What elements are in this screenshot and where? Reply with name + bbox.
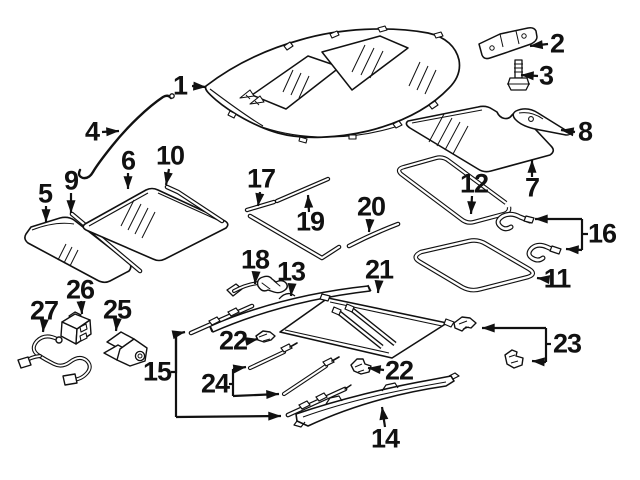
callout-2: 2 xyxy=(549,28,565,59)
callout-13: 13 xyxy=(276,256,306,287)
callout-10: 10 xyxy=(155,140,185,171)
callout-18: 18 xyxy=(240,244,270,275)
leader-lines xyxy=(39,40,588,428)
part-front-glass xyxy=(82,187,229,262)
part-cable-upper xyxy=(247,342,298,371)
part-sunshade xyxy=(279,293,455,359)
callout-4: 4 xyxy=(84,116,100,147)
callout-12: 12 xyxy=(459,168,489,199)
part-corner-molding-17 xyxy=(244,199,342,261)
part-molding-19 xyxy=(274,176,331,204)
part-rear-rail xyxy=(293,372,460,428)
callout-15: 15 xyxy=(142,356,172,387)
part-small-glass xyxy=(24,216,132,284)
callout-24: 24 xyxy=(200,368,230,399)
callout-3: 3 xyxy=(538,60,554,91)
callout-11: 11 xyxy=(543,263,572,294)
callout-6: 6 xyxy=(120,145,136,176)
part-clip-23-upper xyxy=(453,316,477,332)
callout-7: 7 xyxy=(524,172,540,203)
callout-5: 5 xyxy=(37,178,53,209)
callout-22-left: 22 xyxy=(218,325,248,356)
callout-1: 1 xyxy=(172,70,188,101)
callout-17: 17 xyxy=(246,163,276,194)
part-bracket xyxy=(478,27,538,60)
part-roof-panel xyxy=(204,25,461,144)
part-molding-left xyxy=(69,211,143,274)
callout-19: 19 xyxy=(295,206,325,237)
part-slide-rail-lower xyxy=(285,384,352,418)
part-wiring-harness xyxy=(17,334,92,386)
part-clip-22-left xyxy=(255,330,276,343)
part-molding-20 xyxy=(346,221,401,249)
part-hook-lower xyxy=(526,242,562,263)
part-frame-ring xyxy=(413,238,536,293)
callout-25: 25 xyxy=(102,294,132,325)
callout-22-right: 22 xyxy=(384,355,414,386)
callout-9: 9 xyxy=(63,165,79,196)
callout-21: 21 xyxy=(364,254,394,285)
callout-26: 26 xyxy=(65,274,95,305)
part-screw xyxy=(507,59,530,91)
part-hook-upper xyxy=(495,211,535,232)
callout-14: 14 xyxy=(370,423,400,454)
part-switch xyxy=(60,311,92,345)
callout-16: 16 xyxy=(587,218,617,249)
part-motor xyxy=(103,331,148,367)
part-molding-right xyxy=(164,184,225,224)
callout-20: 20 xyxy=(356,191,386,222)
callout-23: 23 xyxy=(552,328,582,359)
part-sunroof-glass xyxy=(405,105,555,173)
part-slide-rail-upper xyxy=(188,303,255,336)
part-clip-22-right xyxy=(350,358,372,375)
callout-8: 8 xyxy=(577,116,593,147)
part-cable-lower xyxy=(281,356,340,397)
part-drain-hose xyxy=(77,93,175,180)
part-clip-23-lower xyxy=(504,349,524,369)
callout-27: 27 xyxy=(29,295,59,326)
